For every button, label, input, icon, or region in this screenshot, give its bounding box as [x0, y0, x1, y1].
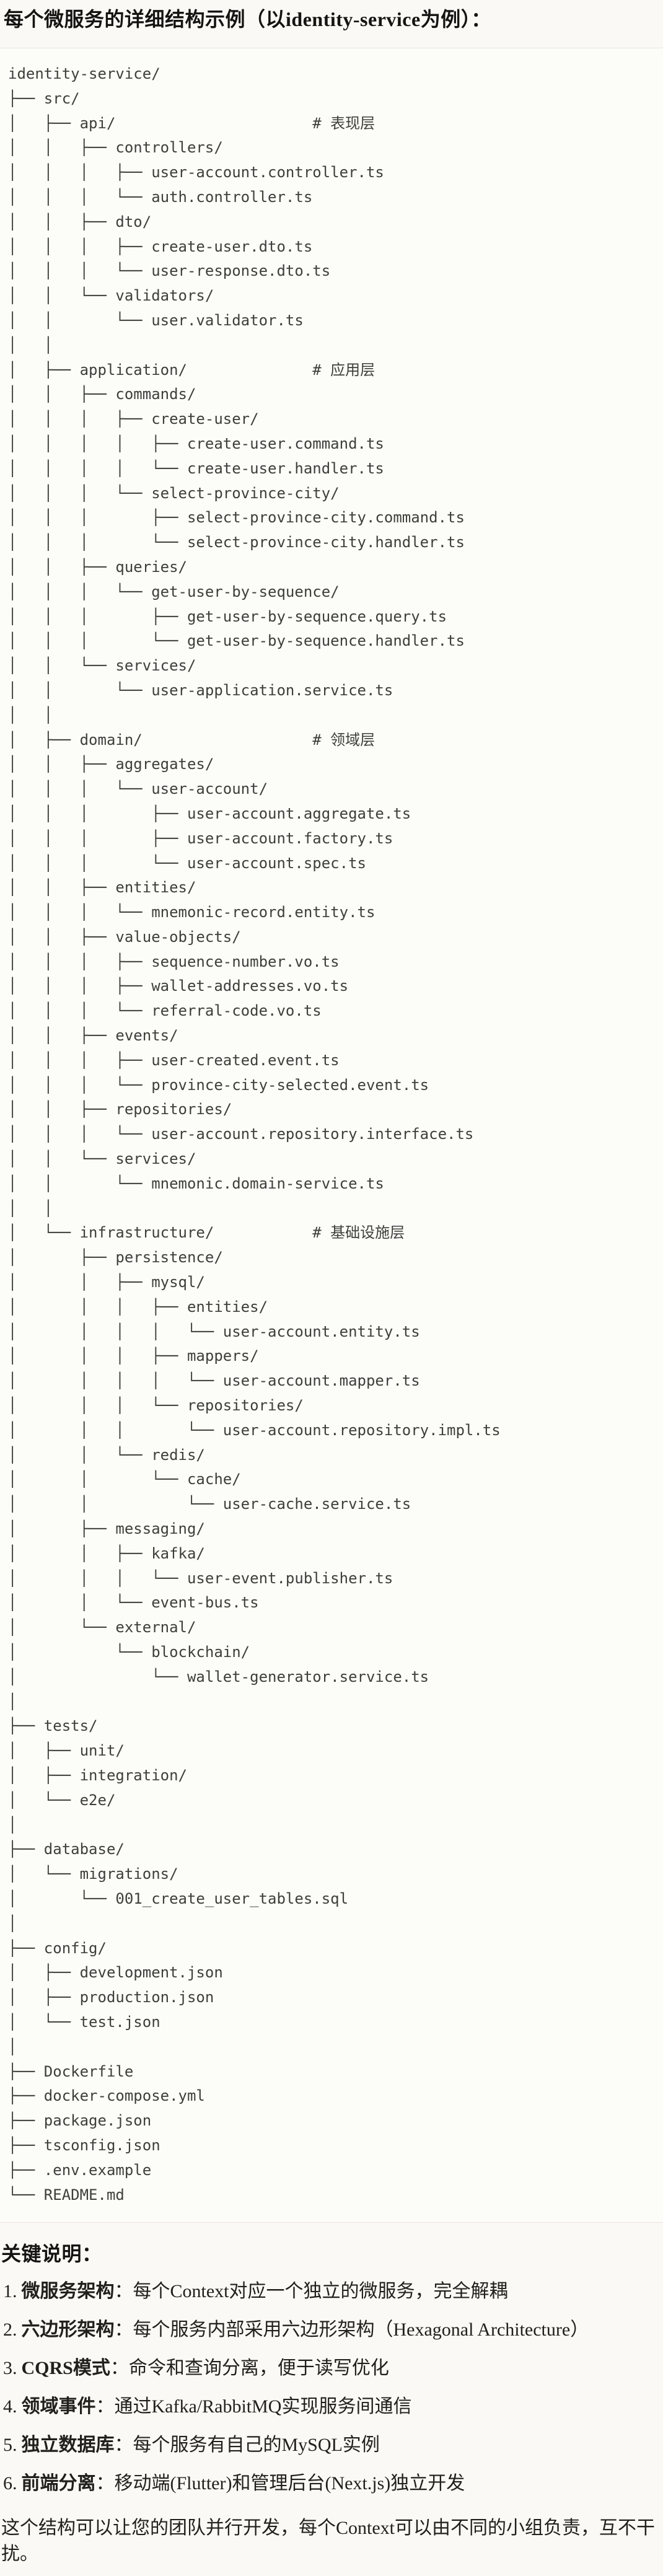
- list-item-label: 六边形架构: [21, 2319, 115, 2341]
- closing-paragraph: 这个结构可以让您的团队并行开发，每个Context可以由不同的小组负责，互不干扰…: [1, 2518, 655, 2565]
- page-title: 每个微服务的详细结构示例（以identity-service为例）：: [4, 8, 491, 30]
- list-item-number: 3.: [3, 2358, 17, 2379]
- list-item-number: 6.: [3, 2473, 17, 2494]
- list-item-text: ：每个服务有自己的MySQL实例: [114, 2435, 380, 2456]
- list-item-text: ：每个Context对应一个独立的微服务，完全解耦: [114, 2281, 508, 2302]
- list-item-text: ：命令和查询分离，便于读写优化: [110, 2358, 389, 2379]
- list-item-number: 2.: [3, 2319, 17, 2341]
- key-notes-heading: 关键说明：: [1, 2243, 102, 2266]
- list-item-text: ：移动端(Flutter)和管理后台(Next.js)独立开发: [95, 2473, 465, 2494]
- directory-tree-code-block: identity-service/ ├── src/ │ ├── api/ # …: [0, 48, 663, 2223]
- list-item-label: 独立数据库: [21, 2435, 115, 2456]
- list-item-label: CQRS模式: [21, 2358, 110, 2379]
- list-item: 3.CQRS模式：命令和查询分离，便于读写优化: [3, 2355, 663, 2381]
- list-item-text: ：每个服务内部采用六边形架构（Hexagonal Architecture）: [114, 2319, 589, 2341]
- list-item-label: 微服务架构: [21, 2281, 115, 2302]
- list-item: 5.独立数据库：每个服务有自己的MySQL实例: [3, 2432, 663, 2458]
- list-item-number: 5.: [3, 2435, 17, 2456]
- list-item-number: 4.: [3, 2396, 17, 2417]
- list-item: 6.前端分离：移动端(Flutter)和管理后台(Next.js)独立开发: [3, 2471, 663, 2497]
- key-notes-list: 1.微服务架构：每个Context对应一个独立的微服务，完全解耦 2.六边形架构…: [0, 2279, 663, 2497]
- list-item-text: ：通过Kafka/RabbitMQ实现服务间通信: [95, 2396, 412, 2417]
- list-item-label: 前端分离: [21, 2473, 96, 2494]
- list-item: 2.六边形架构：每个服务内部采用六边形架构（Hexagonal Architec…: [3, 2317, 663, 2343]
- directory-tree-text: identity-service/ ├── src/ │ ├── api/ # …: [8, 65, 501, 2204]
- list-item: 4.领域事件：通过Kafka/RabbitMQ实现服务间通信: [3, 2394, 663, 2420]
- list-item: 1.微服务架构：每个Context对应一个独立的微服务，完全解耦: [3, 2279, 663, 2305]
- list-item-number: 1.: [3, 2281, 17, 2302]
- list-item-label: 领域事件: [21, 2396, 96, 2417]
